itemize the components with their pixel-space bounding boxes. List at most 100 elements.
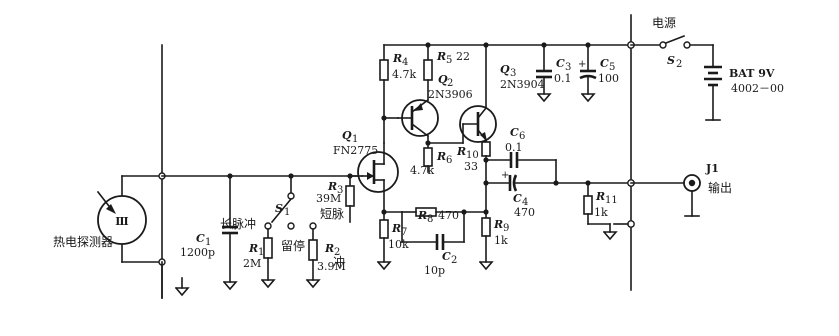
junction-dot xyxy=(461,209,467,215)
ground-icon xyxy=(536,92,552,103)
output-label: 输出 xyxy=(708,180,732,195)
q1-sub: 1 xyxy=(352,134,358,145)
pyroelectric-detector: Ⅲ xyxy=(96,175,163,263)
ground-icon xyxy=(174,286,190,297)
transistor-q3 xyxy=(459,105,497,143)
c4-plus: + xyxy=(501,170,509,181)
output-jack xyxy=(630,174,701,217)
s1-sub: 1 xyxy=(284,207,290,218)
ground-icon xyxy=(376,260,392,271)
battery-label: BAT 9V xyxy=(729,67,775,80)
c3-name: C xyxy=(556,57,565,70)
short-pulse-label-2: 冲 xyxy=(333,254,345,269)
transistor-q1 xyxy=(357,142,399,213)
c6-sub: 6 xyxy=(519,131,525,142)
ground-icon xyxy=(260,278,276,289)
c1-sub: 1 xyxy=(205,237,211,248)
detector-symbol: Ⅲ xyxy=(115,215,128,228)
resistor-r10 xyxy=(481,139,491,213)
r7-name: R xyxy=(391,222,401,235)
resistor-r11 xyxy=(583,182,618,241)
capacitor-c4 xyxy=(485,174,632,192)
c5-name: C xyxy=(600,57,609,70)
r10-sub: 10 xyxy=(466,150,479,161)
c1-value: 1200p xyxy=(180,246,215,259)
r1-value: 2M xyxy=(243,257,261,270)
detector-label: 热电探测器 xyxy=(53,235,113,249)
resistor-r5 xyxy=(423,44,433,101)
capacitor-c2 xyxy=(401,211,465,250)
resistor-r4 xyxy=(379,44,389,144)
resistor-r1 xyxy=(260,228,276,289)
r3-value: 39M xyxy=(316,192,341,205)
junction-dot xyxy=(381,115,387,121)
capacitor-c3 xyxy=(536,44,552,103)
r5-value: 22 xyxy=(456,50,470,63)
r7-sub: 7 xyxy=(401,227,407,238)
r4-name: R xyxy=(392,52,402,65)
r6-name: R xyxy=(436,150,446,163)
capacitor-c5 xyxy=(579,44,597,103)
r4-sub: 4 xyxy=(402,57,408,68)
r7-value: 10k xyxy=(388,238,409,251)
resistor-r8 xyxy=(401,207,487,217)
s1-name: S xyxy=(275,202,283,215)
c2-value: 10p xyxy=(424,264,445,277)
r6-sub: 6 xyxy=(446,155,452,166)
resistor-r3 xyxy=(345,175,355,223)
r5-name: R xyxy=(436,50,446,63)
r2-name: R xyxy=(324,242,334,255)
switch-s1 xyxy=(264,175,317,230)
c5-value: 100 xyxy=(598,72,619,85)
ground-icon xyxy=(478,260,494,271)
r9-sub: 9 xyxy=(503,223,509,234)
resistor-r6 xyxy=(423,142,433,173)
q2-name: Q xyxy=(438,73,448,86)
q1-part: FN2775 xyxy=(333,144,378,157)
capacitor-c6 xyxy=(485,152,557,184)
q1-name: Q xyxy=(342,129,352,142)
output-jack-name: J1 xyxy=(705,162,719,175)
ground-icon xyxy=(580,92,596,103)
r2-sub: 2 xyxy=(334,247,340,258)
r10-name: R xyxy=(456,145,466,158)
c4-value: 470 xyxy=(514,206,535,219)
ground-icon xyxy=(602,230,618,241)
junction-dot xyxy=(553,180,559,186)
r3-sub: 3 xyxy=(337,185,343,196)
resistor-r7 xyxy=(376,211,392,271)
s2-sub: 2 xyxy=(676,59,682,70)
r8-sub: 8 xyxy=(427,214,433,225)
c3-sub: 3 xyxy=(565,62,571,73)
capacitor-c1 xyxy=(222,175,238,291)
c2-name: C xyxy=(442,250,451,263)
q3-part: 2N3904 xyxy=(500,78,545,91)
r2-value: 3.9M xyxy=(317,260,346,273)
r11-value: 1k xyxy=(594,206,608,219)
battery-part: 4002－00 xyxy=(731,82,784,95)
c6-value: 0.1 xyxy=(505,141,523,154)
hold-label: 留停 xyxy=(281,238,305,253)
r11-name: R xyxy=(595,190,605,203)
c4-name: C xyxy=(513,192,522,205)
r9-value: 1k xyxy=(494,234,508,247)
battery xyxy=(704,44,722,121)
c6-name: C xyxy=(510,126,519,139)
resistor-r9 xyxy=(478,211,494,271)
r8-value: 470 xyxy=(438,209,459,222)
r1-name: R xyxy=(248,242,258,255)
resistor-r2 xyxy=(305,228,321,289)
q3-sub: 3 xyxy=(510,68,516,79)
transistor-q2 xyxy=(397,98,439,138)
q3-name: Q xyxy=(500,63,510,76)
c1-name: C xyxy=(196,232,205,245)
long-pulse-label: 长脉冲 xyxy=(220,216,256,231)
power-title: 电源 xyxy=(652,16,676,30)
r11-sub: 11 xyxy=(605,195,618,206)
r1-sub: 1 xyxy=(258,247,264,258)
r9-name: R xyxy=(493,218,503,231)
r8-name: R xyxy=(417,209,427,222)
c2-sub: 2 xyxy=(451,255,457,266)
